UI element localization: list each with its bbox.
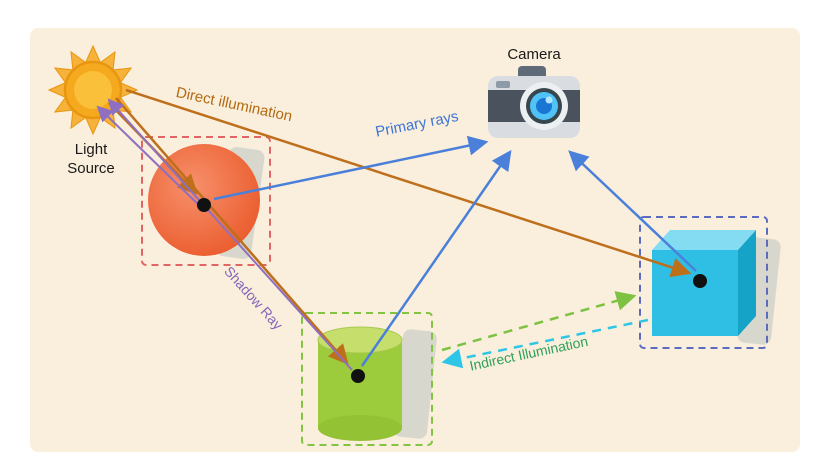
cylinder-bounding-box xyxy=(301,312,433,446)
primary-ray-arrow-cylinder xyxy=(360,149,512,367)
camera-icon xyxy=(488,66,580,138)
cylinder-hit-point xyxy=(351,369,365,383)
cylinder-backdrop-panel xyxy=(393,329,437,439)
sphere-bounding-box xyxy=(141,136,271,266)
indirect-illumination-arrow-to-cube xyxy=(441,291,637,352)
direct-illumination-arrow-cylinder xyxy=(115,97,349,365)
sphere-hit-point xyxy=(197,198,211,212)
sun-icon xyxy=(47,44,139,136)
primary-ray-arrow-cube xyxy=(568,150,697,272)
cylinder-object xyxy=(317,326,403,441)
direct-illumination-arrow-cube xyxy=(125,88,692,278)
cube-bounding-box xyxy=(639,216,768,349)
diagram-background xyxy=(30,28,800,452)
cube-hit-point xyxy=(693,274,707,288)
camera-label: Camera xyxy=(507,46,561,63)
indirect-illumination-arrow-to-cylinder xyxy=(441,318,649,369)
shadow-ray-arrow-sphere xyxy=(96,105,207,213)
shadow-ray-arrow-cylinder xyxy=(107,98,353,371)
primary-ray-arrow-sphere xyxy=(213,135,489,201)
light-source-label: Light Source xyxy=(67,141,115,177)
